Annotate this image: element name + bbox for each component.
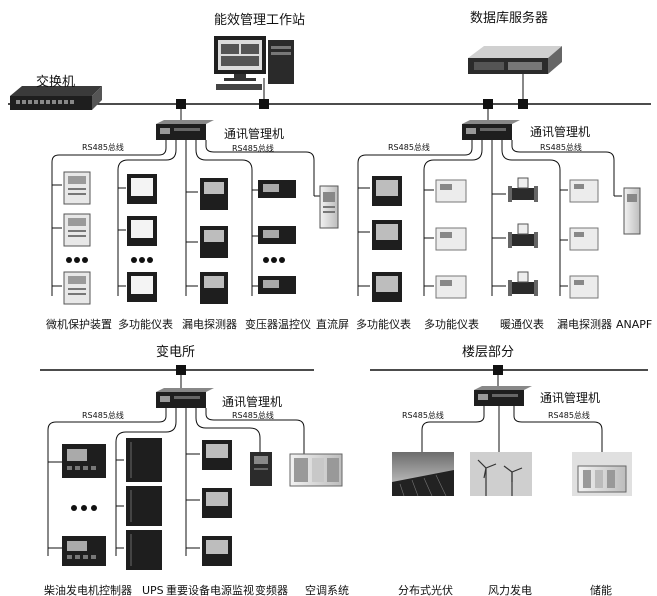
rs485-label-b1: RS485总线	[388, 142, 430, 152]
substation-title: 变电所	[156, 344, 195, 360]
item-label: 储能	[590, 583, 612, 596]
comm-manager-c-label: 通讯管理机	[222, 394, 282, 409]
item-label: 多功能仪表	[118, 317, 173, 331]
item-label: 变压器温控仪	[245, 317, 311, 331]
switch-label: 交换机	[36, 74, 75, 90]
multifunction-meters-a	[127, 174, 157, 302]
item-label: 风力发电	[488, 583, 532, 596]
item-label: 变频器	[255, 583, 288, 596]
item-label: 漏电探测器	[557, 318, 612, 331]
energy-storage-image	[572, 452, 632, 496]
floor-title: 楼层部分	[462, 345, 514, 360]
rs485-label-d2: RS485总线	[548, 410, 590, 420]
comm-manager-b-label: 通讯管理机	[530, 124, 590, 139]
item-label: UPS	[142, 584, 164, 596]
comm-manager-d	[474, 386, 532, 406]
section-b-labels: 多功能仪表 多功能仪表 暖通仪表 漏电探测器 ANAPF	[356, 317, 652, 331]
floor-bus	[370, 370, 648, 386]
multifunction-meters-b1	[372, 176, 402, 302]
floor-junction	[493, 365, 503, 375]
item-label: 漏电探测器	[182, 318, 237, 331]
item-label: ANAPF	[616, 318, 652, 331]
transformer-temp-controllers	[258, 180, 296, 294]
top-network	[8, 72, 651, 124]
db-server-label: 数据库服务器	[470, 10, 548, 26]
rs485-label-c2: RS485总线	[232, 410, 274, 420]
substation-junction	[176, 365, 186, 375]
comm-manager-d-label: 通讯管理机	[540, 390, 600, 405]
workstation-computer	[214, 36, 294, 90]
item-label: 直流屏	[316, 317, 349, 331]
item-label: 空调系统	[305, 583, 349, 596]
rs485-label-d1: RS485总线	[402, 410, 444, 420]
rs485-label-a1: RS485总线	[82, 142, 124, 152]
item-label: 暖通仪表	[500, 317, 544, 331]
comm-manager-c	[156, 388, 214, 408]
section-a-labels: 微机保护装置 多功能仪表 漏电探测器 变压器温控仪 直流屏	[46, 317, 349, 331]
ups-units	[126, 438, 162, 570]
hvac-meters	[508, 178, 538, 296]
item-label: 重要设备电源监视	[166, 583, 254, 596]
wind-power-image	[470, 452, 532, 496]
diesel-generator-controllers	[62, 444, 106, 566]
section-c-labels: 柴油发电机控制器 UPS 重要设备电源监视 变频器 空调系统	[44, 583, 349, 596]
protection-relay-units	[64, 172, 90, 304]
pv-solar-image	[392, 452, 454, 496]
anapf-cabinet	[624, 188, 640, 234]
item-label: 微机保护装置	[46, 317, 112, 331]
critical-power-monitors	[202, 440, 232, 566]
comm-manager-a	[156, 120, 214, 140]
item-label: 多功能仪表	[356, 317, 411, 331]
workstation-label: 能效管理工作站	[214, 13, 305, 28]
item-label: 多功能仪表	[424, 317, 479, 331]
database-server	[468, 46, 562, 74]
hvac-system	[290, 454, 342, 486]
leakage-detectors-b	[570, 180, 598, 298]
comm-manager-a-label: 通讯管理机	[224, 126, 284, 141]
rs485-label-c1: RS485总线	[82, 410, 124, 420]
rs485-label-b2: RS485总线	[540, 142, 582, 152]
multifunction-meters-b2	[436, 180, 466, 298]
rs485-wiring-a	[52, 140, 320, 296]
item-label: 柴油发电机控制器	[44, 583, 132, 596]
dc-panel-cabinet	[320, 186, 338, 228]
section-d-labels: 分布式光伏 风力发电 储能	[398, 583, 612, 596]
item-label: 分布式光伏	[398, 583, 453, 596]
leakage-detectors-a	[200, 178, 228, 304]
comm-manager-b	[462, 120, 520, 140]
frequency-inverter	[250, 452, 272, 486]
